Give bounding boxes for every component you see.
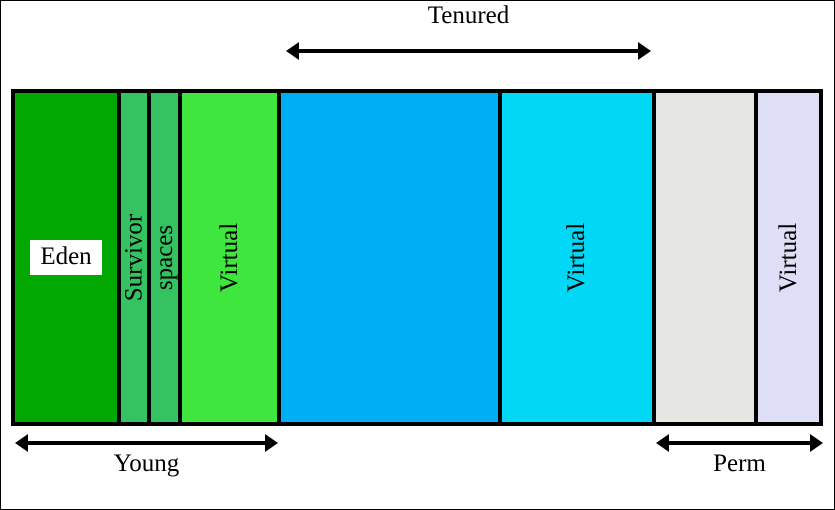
arrow-line bbox=[24, 441, 269, 445]
tenured-span-label: Tenured bbox=[427, 2, 510, 29]
region-label-perm-virtual: Virtual bbox=[775, 222, 802, 293]
perm-span-label: Perm bbox=[713, 450, 766, 477]
arrow-head-right-icon bbox=[265, 434, 278, 452]
region-label-survivor-to: spaces bbox=[151, 224, 178, 291]
tenured-span-arrow bbox=[286, 41, 651, 61]
region-survivor-to[interactable]: spaces bbox=[151, 93, 178, 422]
arrow-head-left-icon bbox=[286, 42, 299, 60]
arrow-head-left-icon bbox=[15, 434, 28, 452]
arrow-head-right-icon bbox=[638, 42, 651, 60]
young-span-arrow bbox=[15, 433, 278, 453]
perm-span-arrow bbox=[656, 433, 823, 453]
region-eden[interactable]: Eden bbox=[15, 93, 117, 422]
region-tenured-virtual[interactable]: Virtual bbox=[502, 93, 652, 422]
region-survivor-from[interactable]: Survivor bbox=[121, 93, 147, 422]
region-label-survivor-from: Survivor bbox=[121, 213, 147, 302]
region-label-tenured-virtual: Virtual bbox=[563, 222, 591, 293]
region-tenured-used[interactable] bbox=[281, 93, 498, 422]
region-perm-virtual[interactable]: Virtual bbox=[758, 93, 819, 422]
young-span-label: Young bbox=[113, 450, 180, 477]
region-perm-used[interactable] bbox=[656, 93, 754, 422]
memory-bar: Eden Survivor spaces Virtual Virtual Vir… bbox=[11, 89, 823, 426]
arrow-line bbox=[665, 441, 814, 445]
region-young-virtual[interactable]: Virtual bbox=[182, 93, 277, 422]
arrow-head-left-icon bbox=[656, 434, 669, 452]
arrow-head-right-icon bbox=[810, 434, 823, 452]
region-label-young-virtual: Virtual bbox=[216, 222, 243, 293]
arrow-line bbox=[295, 49, 642, 53]
region-label-eden: Eden bbox=[30, 240, 102, 275]
